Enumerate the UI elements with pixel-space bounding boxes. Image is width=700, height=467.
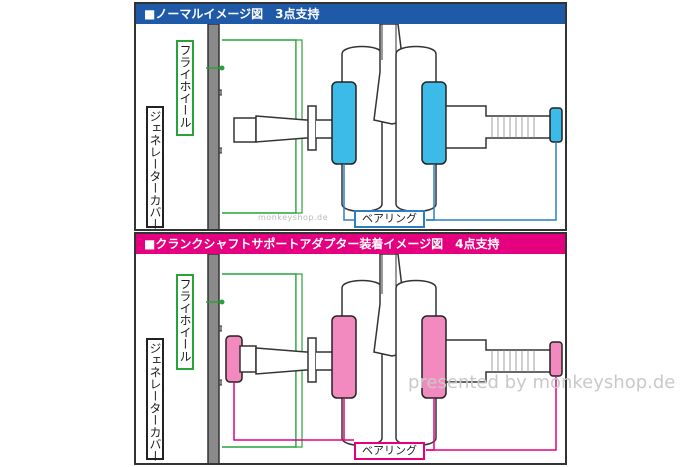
generator-cover-label: ジェネレーターカバー — [146, 106, 164, 229]
drive-gear — [307, 105, 317, 151]
shaft-splines — [491, 350, 535, 372]
output-shaft — [445, 105, 557, 149]
flywheel-leader-dot — [219, 299, 225, 305]
bearing-left — [331, 315, 357, 399]
flywheel-leader-dot — [219, 65, 225, 71]
normal-crankshaft-illustration — [206, 24, 563, 229]
normal-diagram-panel: ■ノーマルイメージ図 3点支持 — [134, 2, 567, 231]
generator-cover-wall — [207, 254, 220, 463]
bearing-callout-right — [426, 142, 557, 221]
shaft-splines — [491, 116, 535, 138]
crank-shaft-taper — [255, 115, 315, 143]
bearing-callout-adapter — [233, 382, 354, 441]
crank-shaft-taper — [255, 347, 315, 375]
bearing-end — [549, 107, 563, 143]
generator-cover-label: ジェネレーターカバー — [146, 338, 164, 462]
drive-gear — [307, 337, 317, 383]
crank-nut — [233, 117, 257, 143]
adapter-crankshaft-illustration — [206, 254, 563, 463]
bearing-end — [549, 341, 563, 377]
adapter-diagram-title: ■クランクシャフトサポートアダプター装着イメージ図 4点支持 — [136, 234, 565, 254]
flywheel-label: フライホイール — [176, 274, 194, 370]
watermark-presented-by: presented by monkeyshop.de — [408, 372, 676, 393]
crank-nut — [239, 345, 257, 373]
adapter-diagram-panel: ■クランクシャフトサポートアダプター装着イメージ図 4点支持 — [134, 232, 567, 465]
normal-diagram-title: ■ノーマルイメージ図 3点支持 — [136, 4, 565, 24]
bearing-left — [331, 81, 357, 165]
generator-cover-wall — [207, 24, 220, 229]
flywheel-label: フライホイール — [176, 40, 194, 136]
bearing-callout-left — [343, 164, 354, 221]
bearing-label: ベアリング — [354, 210, 425, 228]
bearing-label: ベアリング — [354, 442, 425, 460]
bearing-right — [421, 81, 447, 165]
bearing-callout-right — [426, 376, 557, 451]
watermark-small: monkeyshop.de — [258, 213, 329, 222]
